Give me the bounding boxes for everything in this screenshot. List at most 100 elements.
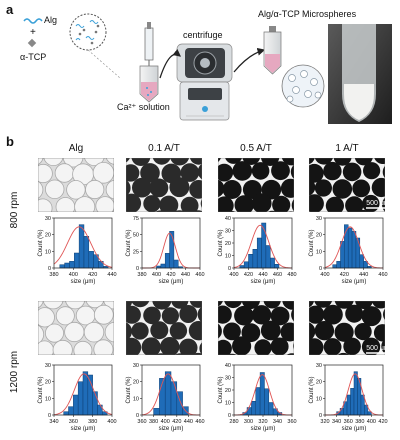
- x-axis-label: size (μm): [251, 279, 276, 285]
- x-tick-label: 460: [195, 419, 204, 425]
- microsphere: [74, 196, 96, 212]
- microsphere: [126, 193, 142, 212]
- microsphere: [174, 353, 186, 355]
- microsphere: [218, 158, 221, 162]
- panel-b-label: b: [6, 134, 14, 149]
- x-tick-label: 400: [320, 272, 329, 278]
- y-tick-label: 10: [45, 249, 51, 255]
- microsphere: [254, 339, 272, 355]
- microsphere: [232, 161, 253, 181]
- histograms: 380 400 420 440 0 10 20 30 size (μm) Count (%) 380…: [38, 216, 388, 432]
- microsphere: [309, 322, 316, 341]
- x-tick-label: 400: [367, 419, 376, 425]
- column-label-1: 1 A/T: [335, 143, 358, 154]
- microsphere: [218, 179, 225, 198]
- microsphere: [363, 162, 381, 180]
- x-tick-label: 380: [149, 419, 158, 425]
- x-tick-label: 400: [107, 419, 116, 425]
- x-tick-label: 400: [69, 272, 78, 278]
- syringe-icon: [144, 22, 154, 72]
- microsphere: [281, 158, 294, 166]
- microsphere: [126, 305, 141, 324]
- microsphere: [309, 163, 324, 183]
- microsphere: [45, 323, 65, 343]
- y-tick-label: 20: [133, 380, 139, 386]
- microsphere: [234, 305, 254, 326]
- microsphere: [271, 161, 290, 181]
- y-tick-label: 0: [136, 413, 139, 419]
- microsphere: [126, 164, 140, 182]
- x-axis-label: size (μm): [342, 279, 367, 285]
- y-tick-label: 30: [133, 363, 139, 369]
- microsphere: [38, 163, 53, 184]
- y-tick-label: 30: [316, 216, 322, 222]
- microsphere: [345, 196, 364, 212]
- microsphere: [131, 301, 150, 308]
- histogram-bar: [83, 236, 90, 269]
- microsphere: [126, 337, 142, 355]
- microsphere: [371, 177, 385, 198]
- microsphere: [222, 180, 242, 199]
- microsphere: [95, 196, 114, 212]
- histogram-bar: [246, 407, 252, 416]
- x-tick-label: 440: [181, 272, 190, 278]
- microsphere: [323, 338, 342, 355]
- alg-label: Alg: [44, 15, 57, 25]
- histogram-bar: [259, 372, 265, 416]
- histogram-bar: [353, 371, 358, 416]
- product-tube-icon: [263, 26, 282, 75]
- microsphere: [75, 305, 96, 326]
- y-axis-label: Count (%): [38, 376, 44, 403]
- microsphere: [269, 354, 275, 355]
- microsphere: [361, 337, 381, 355]
- histogram-bar: [153, 408, 160, 416]
- x-tick-label: 380: [137, 272, 146, 278]
- y-tick-label: 0: [319, 266, 322, 272]
- y-tick-label: 50: [133, 233, 139, 239]
- y-axis-label: Count (%): [126, 376, 132, 403]
- microsphere: [189, 158, 202, 165]
- microsphere: [197, 163, 202, 180]
- microsphere: [227, 353, 237, 355]
- y-tick-label: 0: [48, 413, 51, 419]
- x-tick-label: 440: [258, 272, 267, 278]
- microsphere: [267, 210, 277, 212]
- centrifuge-icon: [176, 43, 233, 121]
- fit-curve: [233, 224, 293, 269]
- microsphere: [43, 158, 64, 166]
- x-tick-label: 480: [287, 272, 296, 278]
- histogram-bar: [239, 265, 245, 269]
- microsphere: [140, 163, 160, 183]
- mixture-particles-icon: [75, 20, 100, 45]
- microsphere: [218, 163, 234, 182]
- microsphere: [85, 179, 105, 200]
- histogram-bar: [59, 264, 65, 269]
- microsphere: [42, 301, 64, 310]
- x-axis-label: size (μm): [159, 279, 184, 285]
- plot-frame: [324, 217, 384, 269]
- microsphere: [354, 323, 372, 341]
- microsphere: [180, 163, 200, 182]
- microsphere: [270, 306, 290, 326]
- microsphere: [38, 307, 55, 328]
- fit-curve: [324, 373, 384, 416]
- x-tick-label: 420: [172, 419, 181, 425]
- microsphere: [218, 323, 222, 339]
- microsphere: [309, 301, 314, 308]
- histogram-bar: [359, 254, 364, 269]
- microsphere: [93, 339, 114, 355]
- x-tick-label: 360: [69, 419, 78, 425]
- microsphere: [382, 165, 385, 179]
- x-tick-label: 440: [359, 272, 368, 278]
- microsphere: [169, 322, 188, 340]
- microsphere: [343, 337, 361, 355]
- micrograph-1-2: [218, 301, 294, 355]
- histogram-bar: [360, 394, 365, 416]
- microsphere: [189, 180, 202, 199]
